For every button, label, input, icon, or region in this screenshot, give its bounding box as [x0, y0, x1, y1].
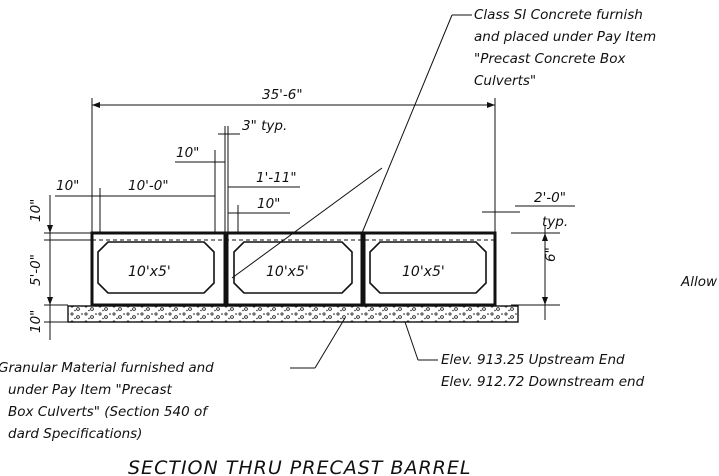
elev-upstream: Elev. 913.25 Upstream End — [441, 352, 625, 368]
overall-dim-label: 35'-6" — [262, 87, 303, 103]
wall-typ-label: 3" typ. — [242, 118, 287, 134]
cell-label: 10'x5' — [402, 264, 445, 280]
right-height-label: 6" — [543, 247, 559, 262]
concrete-note-line: "Precast Concrete Box — [474, 51, 626, 67]
box-2-opening — [233, 241, 353, 294]
elev-leader — [404, 321, 419, 361]
concrete-note-line: Class SI Concrete furnish — [474, 7, 643, 23]
granular-note-line: under Pay Item "Precast — [8, 382, 172, 398]
bedding-label: 10" — [28, 310, 44, 333]
right-typ-label: typ. — [542, 214, 568, 230]
box-1-outline — [90, 231, 227, 307]
concrete-leader — [361, 14, 453, 234]
box-3-outline — [362, 231, 497, 307]
granular-leader — [314, 317, 346, 369]
inner-wall-label: 10" — [176, 145, 199, 161]
box-3-opening — [369, 241, 487, 294]
precast-boxes — [90, 231, 497, 307]
granular-note-line: dard Specifications) — [8, 426, 142, 442]
cell-label: 10'x5' — [266, 264, 309, 280]
granular-note-line: Granular Material furnished and — [0, 360, 214, 376]
left-top-label: 10" — [28, 199, 44, 222]
left-edge-label: 10" — [56, 178, 79, 194]
allow-note: Allow — [680, 274, 718, 290]
slab-thickness-label: 10" — [257, 196, 280, 212]
box-1-opening — [97, 241, 215, 294]
elev-downstream: Elev. 912.72 Downstream end — [441, 374, 645, 390]
box-2-outline — [225, 231, 364, 307]
barrel-height-label: 5'-0" — [28, 254, 44, 286]
granular-bedding — [67, 305, 519, 323]
concrete-note-line: and placed under Pay Item — [474, 29, 656, 45]
concrete-leader — [231, 167, 383, 279]
granular-note-line: Box Culverts" (Section 540 of — [8, 404, 209, 420]
slab-offset-label: 1'-11" — [256, 170, 297, 186]
right-extension-label: 2'-0" — [534, 190, 566, 206]
barrel-width-label: 10'-0" — [128, 178, 169, 194]
concrete-note-line: Culverts" — [474, 73, 536, 89]
cell-label: 10'x5' — [128, 264, 171, 280]
section-title: SECTION THRU PRECAST BARREL — [128, 457, 471, 476]
